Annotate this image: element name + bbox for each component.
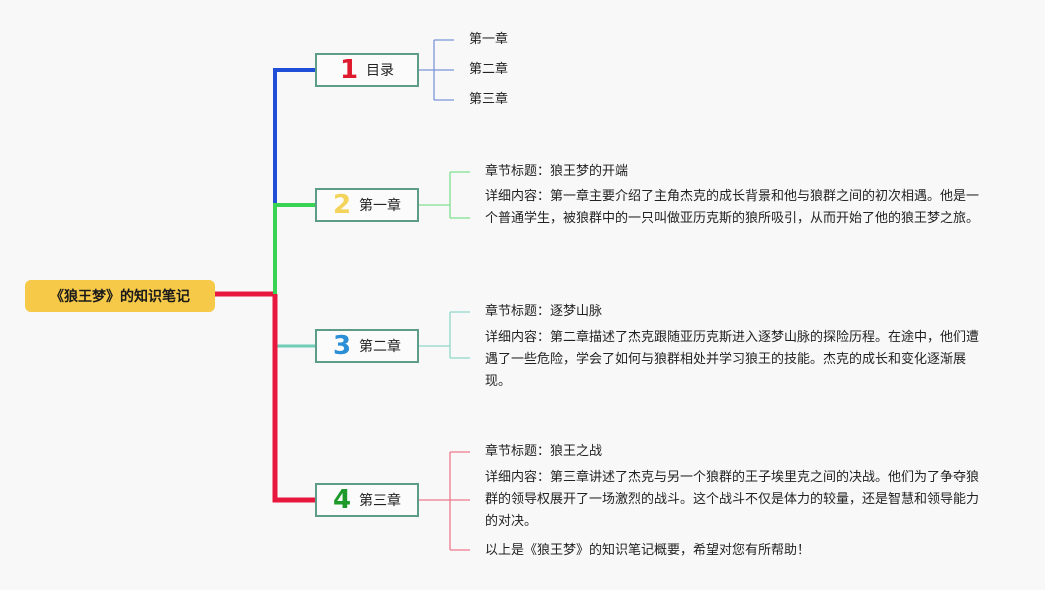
branch-2-connector bbox=[273, 203, 315, 294]
chapter1-detail[interactable]: 详细内容：第一章主要介绍了主角杰克的成长背景和他与狼群之间的初次相遇。他是一个普… bbox=[485, 189, 980, 226]
chapter2-title[interactable]: 章节标题：逐梦山脉 bbox=[485, 304, 603, 319]
number-1-icon: 1 bbox=[339, 55, 359, 85]
node-toc[interactable]: 1 目录 bbox=[315, 53, 419, 87]
node-chapter-3-label: 第三章 bbox=[359, 493, 402, 509]
toc-item-3[interactable]: 第三章 bbox=[469, 92, 509, 107]
toc-item-2[interactable]: 第二章 bbox=[469, 62, 509, 77]
toc-connectors bbox=[419, 39, 454, 101]
branch-3-connector bbox=[273, 294, 315, 348]
number-2-icon: 2 bbox=[332, 190, 352, 220]
root-title: 《狼王梦》的知识笔记 bbox=[50, 289, 190, 305]
node-chapter-3[interactable]: 4 第三章 bbox=[315, 483, 419, 517]
chapter3-detail[interactable]: 详细内容：第三章讲述了杰克与另一个狼群的王子埃里克之间的决战。他们为了争夺狼群的… bbox=[485, 470, 980, 529]
node-toc-label: 目录 bbox=[366, 63, 395, 79]
node-chapter-2-label: 第二章 bbox=[359, 339, 402, 355]
node-chapter-1-label: 第一章 bbox=[359, 198, 402, 214]
node-chapter-2[interactable]: 3 第二章 bbox=[315, 329, 419, 363]
toc-item-1[interactable]: 第一章 bbox=[469, 32, 509, 47]
branch-4-connector bbox=[272, 294, 315, 503]
chapter1-connectors bbox=[419, 171, 470, 219]
chapter2-connectors bbox=[419, 311, 470, 359]
chapter1-title[interactable]: 章节标题：狼王梦的开端 bbox=[485, 164, 629, 179]
branch-1-connector bbox=[273, 68, 315, 294]
number-4-icon: 4 bbox=[332, 485, 352, 515]
chapter2-detail[interactable]: 详细内容：第二章描述了杰克跟随亚历克斯进入逐梦山脉的探险历程。在途中，他们遭遇了… bbox=[485, 330, 980, 389]
chapter3-title[interactable]: 章节标题：狼王之战 bbox=[485, 444, 603, 459]
number-3-icon: 3 bbox=[332, 331, 352, 361]
summary-text[interactable]: 以上是《狼王梦》的知识笔记概要，希望对您有所帮助！ bbox=[485, 543, 811, 558]
node-chapter-1[interactable]: 2 第一章 bbox=[315, 188, 419, 222]
chapter3-connectors bbox=[419, 451, 470, 551]
root-node[interactable]: 《狼王梦》的知识笔记 bbox=[25, 280, 215, 312]
